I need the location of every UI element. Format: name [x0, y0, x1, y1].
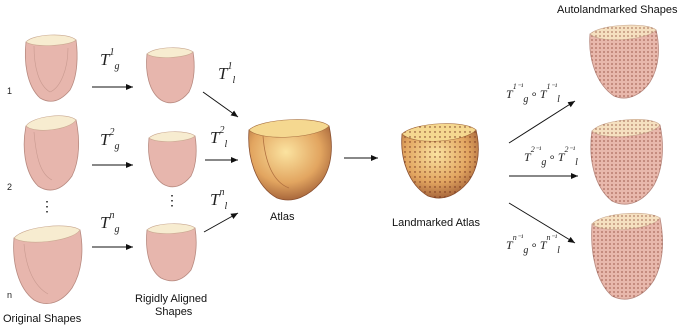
- autolandmarked-shape-1: [586, 22, 662, 102]
- row-number-2: 2: [7, 182, 12, 192]
- arrow-local-n: [204, 213, 238, 232]
- transform-global-2: T2g: [100, 130, 119, 152]
- landmarked-atlas-shape: [398, 120, 482, 200]
- label-original-shapes: Original Shapes: [3, 313, 81, 325]
- label-landmarked-atlas: Landmarked Atlas: [392, 217, 480, 229]
- ellipsis-original: ⋮: [40, 203, 48, 209]
- transform-inverse-1: T1⁻¹g∘T1⁻¹l: [506, 85, 560, 105]
- original-shape-1: [20, 30, 82, 104]
- autolandmarked-shape-n: [588, 210, 666, 304]
- arrow-inverse-1: [509, 101, 575, 143]
- label-rigidly-aligned-line1: Rigidly Aligned: [135, 293, 207, 305]
- transform-global-1: T1g: [100, 50, 119, 72]
- transform-inverse-2: T2⁻¹g∘T2⁻¹l: [524, 148, 578, 168]
- aligned-shape-n: [143, 220, 201, 284]
- arrow-local-1: [203, 92, 238, 117]
- transform-local-n: Tnl: [210, 190, 227, 212]
- label-rigidly-aligned-line2: Shapes: [155, 306, 192, 318]
- aligned-shape-1: [143, 44, 199, 106]
- transform-local-1: T1l: [218, 64, 235, 86]
- original-shape-2: [18, 112, 84, 194]
- aligned-shape-2: [145, 128, 201, 190]
- atlas-shape: [245, 116, 335, 202]
- autolandmarked-shape-2: [586, 115, 666, 209]
- original-shape-n: [10, 222, 88, 306]
- transform-local-2: T2l: [210, 128, 227, 150]
- transform-inverse-n: Tn⁻¹g∘Tn⁻¹l: [506, 236, 560, 256]
- transform-global-n: Tng: [100, 213, 119, 235]
- label-atlas: Atlas: [270, 211, 294, 223]
- ellipsis-aligned: ⋮: [165, 197, 173, 203]
- label-autolandmarked-shapes: Autolandmarked Shapes: [557, 4, 677, 16]
- row-number-1: 1: [7, 86, 12, 96]
